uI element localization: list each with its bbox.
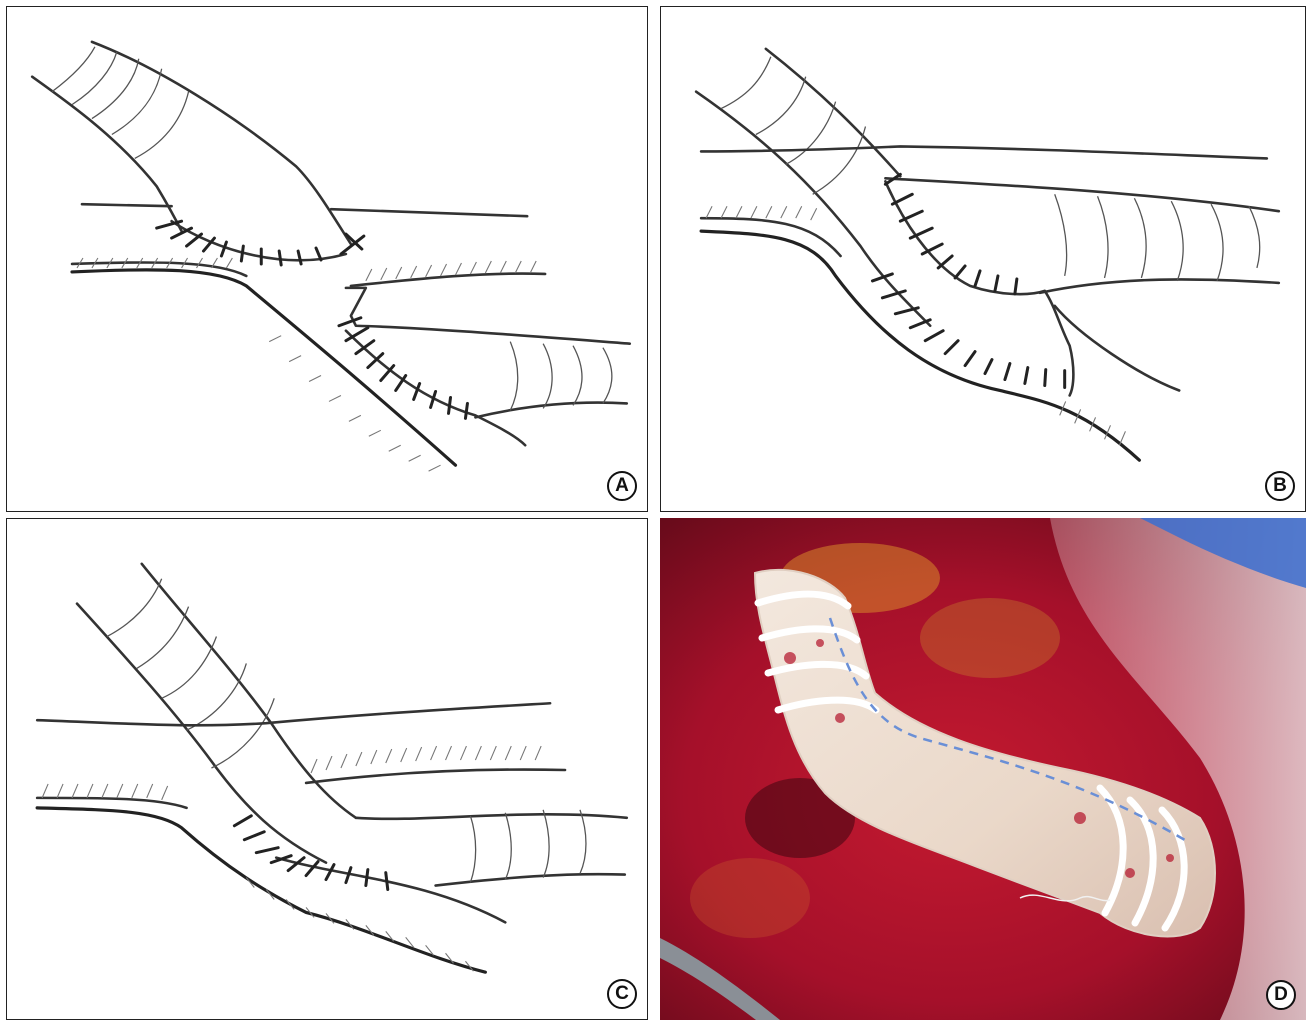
- vessel-middle: [306, 770, 565, 783]
- artery-top: [37, 798, 186, 808]
- branch-lower: [346, 331, 525, 446]
- artery-hatching: [42, 784, 473, 971]
- stitches: [872, 174, 1064, 387]
- anastomosis-curve: [885, 181, 1073, 395]
- panel-d: D: [660, 518, 1306, 1020]
- graft-outer-edge: [696, 92, 930, 326]
- panel-a-drawing: [7, 7, 647, 511]
- graft-rings: [107, 579, 274, 768]
- panel-label-d: D: [1266, 980, 1296, 1010]
- fat-patch: [920, 598, 1060, 678]
- panel-c: C: [6, 518, 648, 1020]
- panel-c-drawing: [7, 519, 647, 1019]
- panel-a: A: [6, 6, 648, 512]
- vessel-upper: [82, 204, 172, 206]
- branch-top: [346, 288, 630, 344]
- surgical-photo: [660, 518, 1306, 1020]
- vessel-upper: [701, 146, 1267, 158]
- panel-b: B: [660, 6, 1306, 512]
- graft-outer-edge: [32, 77, 181, 231]
- branch-rings: [510, 342, 612, 411]
- graft-rings: [52, 47, 188, 159]
- panel-label-a: A: [607, 471, 637, 501]
- panel-label-c: C: [607, 979, 637, 1009]
- fat-patch: [690, 858, 810, 938]
- artery-upper-edge: [72, 270, 455, 465]
- artery-hatching: [77, 258, 536, 471]
- stitches-lower: [339, 318, 467, 419]
- branch-bottom: [475, 403, 626, 418]
- panel-label-b: B: [1265, 471, 1295, 501]
- graft-limb-bottom: [436, 874, 625, 885]
- graft-limb-top: [356, 814, 627, 819]
- graft-outer-edge: [77, 604, 326, 863]
- graft-inner-edge: [92, 42, 351, 244]
- graft-limb-bottom: [1040, 279, 1279, 292]
- vessel-upper-right: [331, 209, 527, 216]
- graft-limb-rings: [1055, 194, 1260, 281]
- vessel-upper: [37, 703, 550, 725]
- panel-b-drawing: [661, 7, 1305, 511]
- artery-upper-edge: [701, 231, 1139, 460]
- graft-limb-top: [885, 178, 1278, 211]
- stitches: [234, 816, 387, 890]
- graft-limb-rings: [470, 810, 586, 883]
